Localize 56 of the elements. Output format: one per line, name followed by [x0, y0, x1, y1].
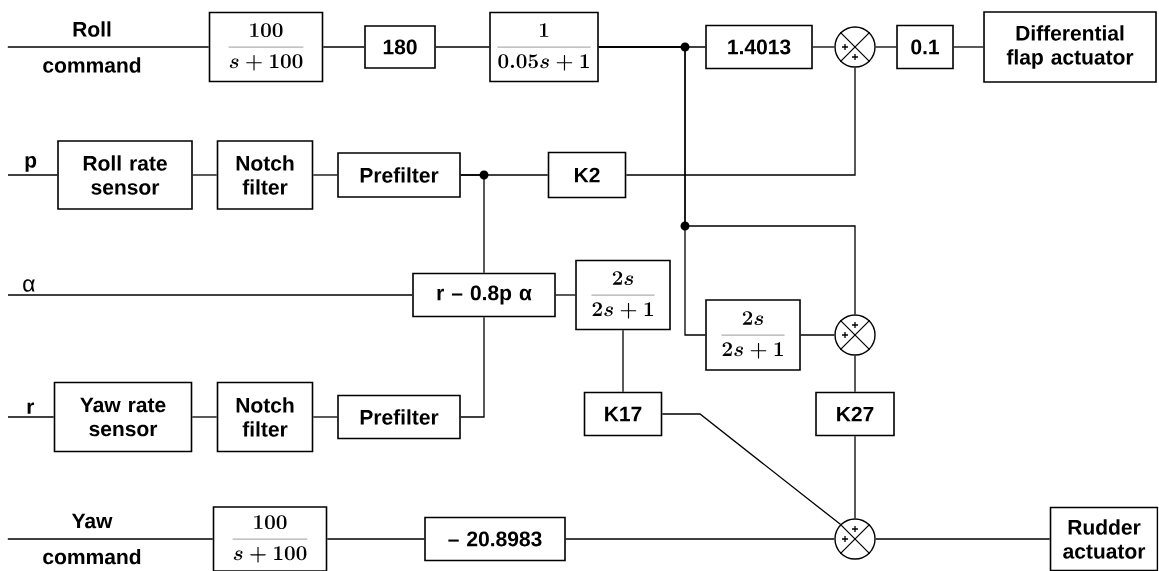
block-box: 180 — [364, 25, 436, 69]
signal-line — [192, 174, 218, 176]
signal-line — [435, 46, 490, 48]
block-box: K27 — [815, 391, 895, 437]
block-box: r – 0.8p α — [412, 272, 556, 318]
block-box: Rudder actuator — [1049, 506, 1159, 571]
transfer-function-box: $\frac{100}{s + 100}$ — [212, 506, 328, 571]
signal-line — [7, 174, 58, 176]
block-box: Notch filter — [216, 140, 314, 210]
signal-line — [565, 538, 835, 540]
summing-junction — [834, 26, 876, 68]
signal-line — [622, 329, 624, 393]
transfer-function-box: $\frac{2s}{2s + 1}$ — [575, 259, 671, 331]
signal-line — [598, 46, 856, 315]
input-label: α — [23, 279, 35, 292]
signal-line — [875, 46, 897, 48]
summing-junction — [834, 518, 876, 560]
block-box: Yaw rate sensor — [53, 381, 193, 453]
signal-line — [460, 316, 485, 418]
signal-line — [953, 46, 984, 48]
input-label: p — [25, 156, 37, 172]
block-box: Differential flap actuator — [983, 11, 1157, 83]
signal-line — [312, 416, 338, 418]
signal-line — [7, 416, 55, 418]
input-label: r — [27, 402, 35, 414]
block-box: 0.1 — [896, 24, 954, 70]
block-box: Roll rate sensor — [57, 140, 193, 210]
transfer-function-box: $\frac{1}{0.05s + 1}$ — [489, 11, 599, 83]
signal-line — [661, 413, 841, 525]
signal-line — [812, 46, 835, 48]
signal-line — [312, 174, 338, 176]
signal-line — [854, 435, 856, 519]
signal-line — [460, 174, 485, 274]
input-label: Roll command — [43, 21, 141, 73]
block-box: K17 — [583, 391, 663, 437]
signal-line — [875, 538, 1051, 540]
block-box: Notch filter — [216, 381, 314, 453]
input-label: Yaw command — [43, 513, 141, 565]
signal-line — [191, 416, 218, 418]
signal-line — [7, 538, 214, 540]
transfer-function-box: $\frac{2s}{2s + 1}$ — [705, 299, 801, 371]
signal-line — [800, 334, 835, 336]
signal-line — [854, 355, 856, 393]
block-box: 1.4013 — [705, 24, 813, 70]
block-box: – 20.8983 — [424, 516, 566, 562]
block-box: Prefilter — [337, 394, 461, 440]
signal-line — [326, 538, 425, 540]
signal-line — [7, 294, 413, 296]
signal-line — [322, 46, 365, 48]
transfer-function-box: $\frac{100}{s + 100}$ — [208, 11, 324, 83]
signal-line — [7, 46, 210, 48]
summing-junction — [834, 314, 876, 356]
block-box: K2 — [547, 151, 627, 199]
signal-line — [625, 67, 856, 176]
signal-line — [555, 294, 576, 296]
block-box: Prefilter — [337, 152, 461, 198]
